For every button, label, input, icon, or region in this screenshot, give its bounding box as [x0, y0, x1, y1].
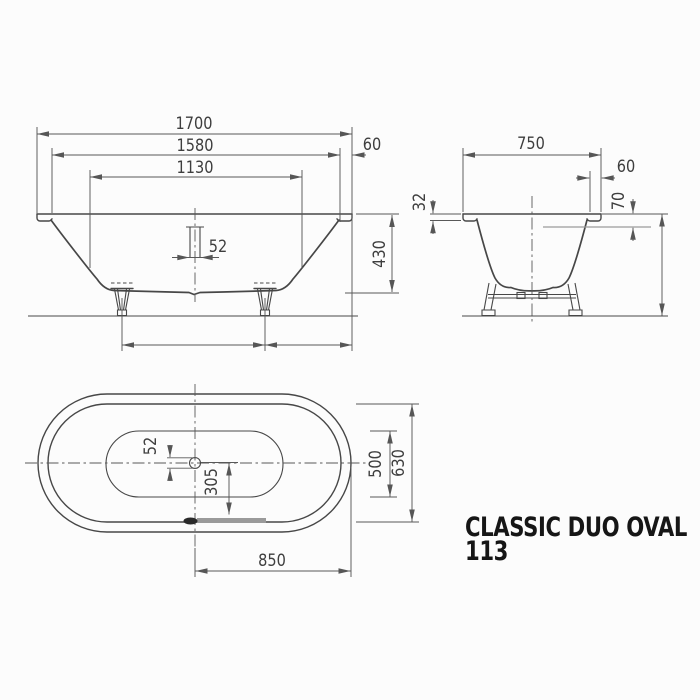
- dim-label-52-front: 52: [209, 237, 227, 256]
- dim-label-750: 750: [517, 134, 545, 153]
- end-extension-lines: [430, 148, 668, 221]
- front-rim-lip-left: [36, 213, 53, 222]
- end-rim-lip-right: [586, 213, 602, 222]
- front-tub-body-outline: [50, 219, 340, 296]
- dim-label-52-plan: 52: [141, 437, 160, 455]
- product-title-line2: 113: [465, 536, 508, 567]
- product-title: CLASSIC DUO OVAL 113: [465, 512, 687, 567]
- product-title-line1: CLASSIC DUO OVAL: [465, 512, 687, 543]
- dim-label-500: 500: [366, 450, 385, 478]
- end-rim-lip-left: [462, 213, 478, 222]
- front-extension-lines: [36, 127, 399, 351]
- plan-basin-oval: [105, 430, 284, 498]
- dim-label-305: 305: [202, 468, 221, 496]
- dim-label-60-front: 60: [363, 135, 381, 154]
- plan-extension-lines: [167, 403, 419, 577]
- dim-label-850: 850: [258, 551, 286, 570]
- dim-label-630: 630: [389, 449, 408, 477]
- plan-view: 52 305 500 630 850: [25, 384, 419, 577]
- dim-label-70: 70: [609, 192, 628, 210]
- dim-label-1580: 1580: [177, 136, 214, 155]
- dim-label-430: 430: [370, 240, 389, 268]
- end-view: 750 60 32 70: [410, 134, 668, 322]
- front-view: 1700 1580 1130 60 52 430: [28, 114, 399, 351]
- front-drain-pipe: [186, 226, 204, 258]
- dim-label-1700: 1700: [176, 114, 213, 133]
- overflow-hole: [183, 517, 198, 525]
- dim-label-1130: 1130: [177, 158, 214, 177]
- dim-label-60-end: 60: [617, 157, 635, 176]
- dim-label-32: 32: [410, 193, 429, 211]
